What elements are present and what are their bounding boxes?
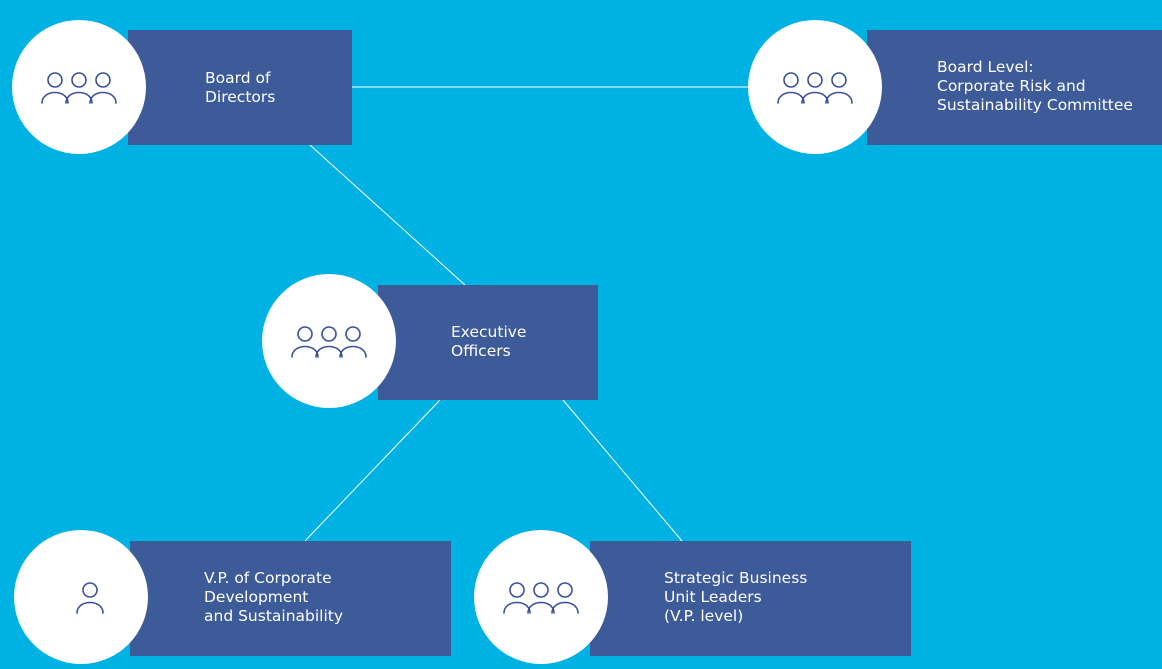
node-box: [378, 285, 598, 400]
node-label-line: Corporate Risk and: [937, 77, 1086, 95]
node-label-line: Directors: [205, 88, 276, 106]
node-label: V.P. of Corporate Development and Sustai…: [204, 569, 343, 626]
connector-board-to-executives: [309, 144, 466, 286]
node-label-line: Board Level:: [937, 58, 1034, 76]
group-of-three-people-icon: [41, 72, 117, 104]
group-of-three-people-icon: [291, 326, 367, 358]
node-label-line: Board of: [205, 69, 271, 87]
node-label-line: Officers: [451, 342, 511, 360]
node-label-line: Sustainability Committee: [937, 96, 1133, 114]
node-circle: [748, 20, 882, 154]
group-of-three-people-icon: [503, 582, 579, 614]
node-box: [130, 541, 451, 656]
single-person-icon: [76, 582, 104, 614]
node-label-line: (V.P. level): [664, 607, 744, 625]
connector-executives-to-vp: [304, 399, 441, 542]
node-label-line: Executive: [451, 323, 527, 341]
node-label: Executive Officers: [451, 323, 526, 361]
node-label-line: Unit Leaders: [664, 588, 762, 606]
node-circle: [12, 20, 146, 154]
node-label-line: V.P. of Corporate: [204, 569, 332, 587]
node-box: [590, 541, 911, 656]
connector-executives-to-business-units: [562, 399, 683, 542]
node-label: Board of Directors: [205, 69, 275, 107]
node-label: Board Level: Corporate Risk and Sustaina…: [937, 58, 1133, 115]
node-label-line: Strategic Business: [664, 569, 808, 587]
node-circle: [14, 530, 148, 664]
node-label: Strategic Business Unit Leaders (V.P. le…: [664, 569, 807, 626]
node-label-line: Development: [204, 588, 309, 606]
node-box: [128, 30, 352, 145]
node-box: [867, 30, 1162, 145]
node-label-line: and Sustainability: [204, 607, 344, 625]
group-of-three-people-icon: [777, 72, 853, 104]
node-circle: [262, 274, 396, 408]
node-circle: [474, 530, 608, 664]
